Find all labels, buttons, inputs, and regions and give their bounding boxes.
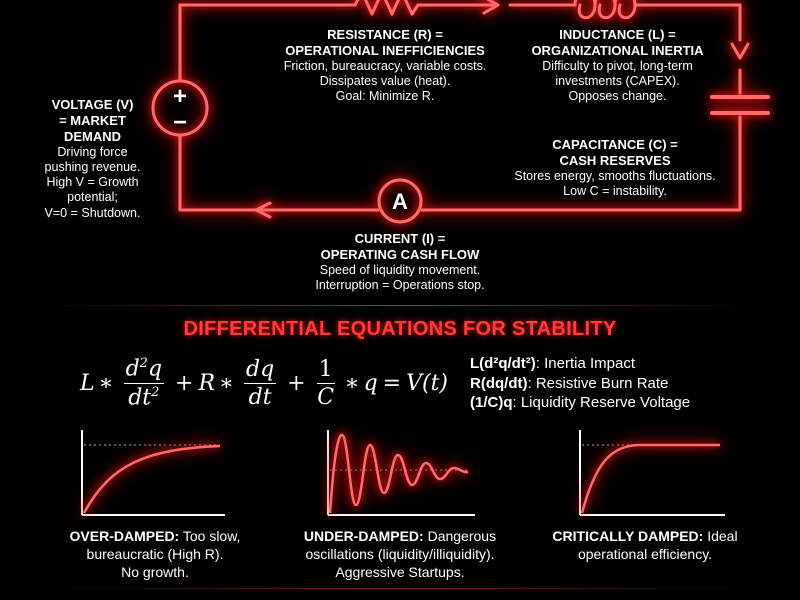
capacitance-label: CAPACITANCE (C) = CASH RESERVES Stores e…	[490, 137, 740, 199]
current-label: CURRENT (I) = OPERATING CASH FLOW Speed …	[290, 231, 510, 293]
eq-n2: dq	[244, 356, 277, 384]
critically-damped-caption: CRITICALLY DAMPED: Ideal operational eff…	[552, 528, 738, 563]
wire-top-right	[633, 3, 742, 42]
arrow-top	[482, 0, 500, 15]
capacitance-title: CAPACITANCE (C) = CASH RESERVES	[552, 137, 678, 168]
eq-d1sup: 2	[151, 384, 160, 400]
eq-rhs: V(t)	[406, 370, 448, 396]
eq-frac-inverse-c: 1 C	[316, 356, 335, 410]
capacitance-description: Stores energy, smooths fluctuations. Low…	[514, 168, 716, 198]
resistor-symbol	[353, 0, 420, 16]
inductance-title: INDUCTANCE (L) = ORGANIZATIONAL INERTIA	[531, 27, 704, 58]
eq-d3: C	[317, 384, 335, 410]
under-damped-graph	[327, 430, 475, 516]
voltage-title: VOLTAGE (V) = MARKET DEMAND	[51, 97, 134, 144]
wire-bottom-left	[178, 133, 380, 212]
over-damped-graph	[81, 430, 225, 516]
eq-n3: 1	[316, 356, 335, 384]
ammeter-symbol	[377, 178, 423, 224]
eq-n1: d	[125, 356, 140, 382]
legend-item: L(d²q/dt²): Inertia Impact	[470, 355, 636, 372]
inductance-label: INDUCTANCE (L) = ORGANIZATIONAL INERTIA …	[510, 27, 725, 104]
eq-frac-first-derivative: dq dt	[244, 356, 277, 410]
eq-op3: ∗	[344, 370, 360, 396]
over-damped-caption: OVER-DAMPED: Too slow, bureaucratic (Hig…	[69, 528, 241, 581]
eq-plus1: +	[175, 370, 194, 396]
resistance-title: RESISTANCE (R) = OPERATIONAL INEFFICIENC…	[285, 27, 485, 58]
resistance-label: RESISTANCE (R) = OPERATIONAL INEFFICIENC…	[255, 27, 515, 104]
battery-symbol	[151, 79, 209, 137]
legend-item: (1/C)q: Liquidity Reserve Voltage	[470, 394, 691, 411]
inductor-symbol	[573, 0, 637, 20]
eq-equals: =	[382, 370, 402, 396]
circuit-diagram: + − A	[151, 0, 770, 224]
eq-n1b: q	[147, 356, 163, 382]
voltage-label: VOLTAGE (V) = MARKET DEMAND Driving forc…	[30, 97, 155, 221]
eq-frac-second-derivative: d2q dt2	[123, 356, 165, 410]
inductance-description: Difficulty to pivot, long-term investmen…	[542, 58, 693, 104]
eq-op2: ∗	[219, 370, 234, 396]
critically-damped-graph	[579, 430, 725, 516]
eq-L: L	[80, 370, 95, 396]
eq-op1: ∗	[98, 370, 114, 396]
eq-n1sup: 2	[139, 356, 148, 372]
wire-top-left	[178, 3, 357, 82]
differential-equation: L ∗ d2q dt2 + R ∗ dq dt + 1 C ∗ q = V(t)	[80, 348, 448, 418]
resistance-description: Friction, bureaucracy, variable costs. D…	[283, 58, 487, 104]
legend-item: R(dq/dt): Resistive Burn Rate	[470, 374, 669, 392]
equation-legend: L(d²q/dt²): Inertia Impact R(dq/dt): Res…	[470, 354, 690, 413]
ammeter-label: A	[392, 189, 408, 214]
bottom-divider	[40, 588, 760, 589]
current-description: Speed of liquidity movement. Interruptio…	[315, 262, 485, 292]
eq-R: R	[198, 370, 216, 396]
battery-plus-sign: +	[173, 83, 187, 110]
eq-d1: dt	[128, 384, 152, 410]
arrow-bottom	[254, 201, 272, 219]
eq-q: q	[363, 370, 378, 396]
under-damped-caption: UNDER-DAMPED: Dangerous oscillations (li…	[303, 528, 497, 581]
eq-d2: dt	[248, 384, 272, 410]
eq-plus2: +	[287, 370, 306, 396]
current-title: CURRENT (I) = OPERATING CASH FLOW	[320, 231, 480, 262]
voltage-description: Driving force pushing revenue. High V = …	[44, 144, 141, 220]
section-divider	[40, 305, 760, 306]
arrow-right	[730, 42, 750, 60]
wire-right-bottom	[420, 115, 742, 212]
battery-minus-sign: −	[173, 109, 187, 136]
section-title: DIFFERENTIAL EQUATIONS FOR STABILITY	[183, 318, 617, 340]
